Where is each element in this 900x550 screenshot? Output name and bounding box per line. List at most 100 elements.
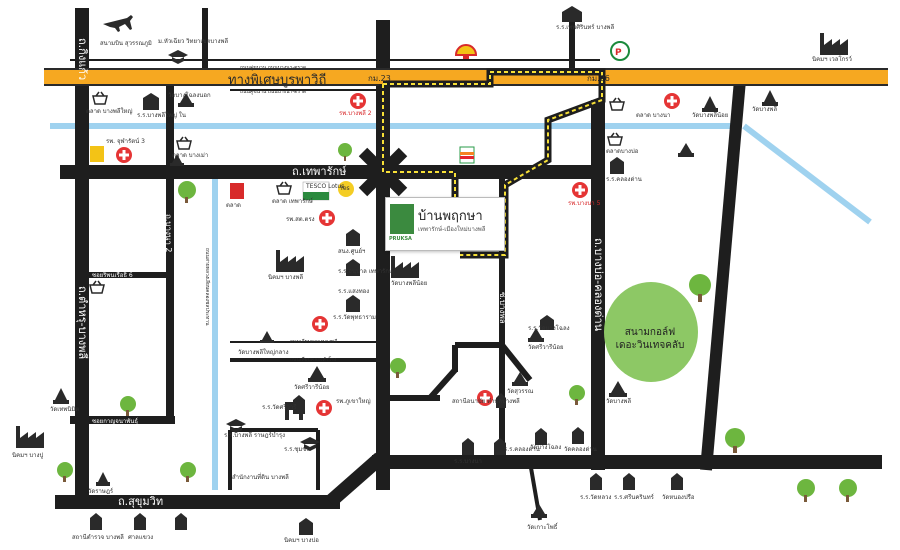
shell-icon — [454, 44, 478, 59]
road-label-kingkaew: ถ.กิ่งแก้ว — [76, 38, 89, 81]
golf-line-2: เดอะวินเทจคลับ — [615, 340, 685, 351]
label-school-11: ร.ร.วัดหลวง — [580, 494, 612, 501]
road-sukhumvit-connector — [325, 452, 385, 508]
label-school-10: ร.ร.คลองด่าน — [504, 446, 540, 453]
makro-icon — [230, 183, 244, 199]
road-label-small-2: ถนนเลียบคลองบางพลี — [290, 339, 338, 345]
label-hospital-1: รพ. จุฬารัตน์ 3 — [106, 138, 145, 145]
label-hospital-3: รพ.ภูเขาใหญ่ — [336, 398, 371, 405]
label-school-5: ร.ร.วัดศรีวารี — [262, 404, 297, 411]
label-school-3: ร.ร.แสงทอง — [338, 288, 370, 295]
label-temple-3: วัดศรีวารีน้อย — [294, 384, 330, 391]
label-school-2: ร.ร.อนุบาล เทพารักษ์ — [338, 268, 393, 275]
label-market-6: ตลาดบางบ่อ — [606, 148, 639, 155]
golf-course-area — [604, 282, 698, 382]
label-school-6: ร.ร.บางพลี ราษฎร์บำรุง — [224, 432, 286, 439]
label-industry-2: นิคมฯ บางปู — [12, 452, 44, 459]
label-industry-1: นิคมฯ บางพลี — [268, 274, 304, 281]
label-market-2: ตลาด บางเม่า — [172, 152, 209, 159]
road-label-sukhumvit: ถ.สุขุมวิท — [118, 495, 164, 508]
label-hospital-4: สถานีอนามัย ตำบลบางพลี — [452, 398, 520, 405]
label-temple-13: วัดหนองปรือ — [662, 494, 695, 501]
label-hospital-2: รพ.สต.ตรง — [286, 216, 315, 223]
label-temple-6: วัดบางพลี — [606, 398, 632, 405]
label-school-9: ร.ร.บางนา — [454, 458, 482, 465]
label-school-4: ร.ร.วัดพุทธาราม — [333, 314, 377, 321]
label-market-4: ตลาด เทพารักษ์ — [272, 198, 313, 205]
label-temple-top-2: วัดบางพลี — [752, 106, 778, 113]
road-label-theparak: ถ.เทพารักษ์ — [292, 165, 347, 178]
label-temple-10: วัดบางโฉลง — [530, 444, 562, 451]
project-title: บ้านพฤกษา — [418, 209, 483, 224]
road-label-thepharak-west: ถ.ตำหรุ-บางพลี — [76, 286, 89, 360]
pruksa-logo-icon — [390, 204, 414, 234]
label-industry-3: นิคมฯ บางบ่อ — [284, 537, 319, 544]
road-label-soi-yanpan: ซอยกาญจนาพันธุ์ — [92, 418, 139, 425]
label-market-5: ตลาด — [226, 202, 241, 209]
label-school-top-2: ร.ร.คลองด่าน — [606, 176, 642, 183]
label-police: สนง.ศูนย์ฯ — [338, 248, 366, 255]
label-market-1: ตลาด บางพลีใหญ่ — [86, 108, 133, 115]
label-temple-12: วัดบางพลีใหญ่กลาง — [238, 349, 289, 356]
project-subtitle: เทพารักษ์-เมืองใหม่บางพลี — [418, 226, 486, 233]
label-temple-4: วัดศรีวารีน้อย — [528, 344, 564, 351]
road-inner-4 — [427, 368, 458, 400]
label-temple-1: วัดบางโฉลงนอก — [168, 92, 211, 99]
road-label-inner: ซ.บางพลี — [498, 292, 507, 324]
label-temple-top-1: วัดบางพลีน้อย — [692, 112, 729, 119]
road-label-frontage-top: ถนนคู่ขนาน ถนนบางนา-ตราด — [240, 65, 307, 71]
yes-market-icon — [338, 181, 354, 197]
factory-icons — [16, 33, 848, 448]
label-school-12: ร.ร.ศรีนครินทร์ — [614, 494, 654, 501]
label-temple-7: วัดเกาะโพธิ์ — [527, 524, 558, 531]
seven-eleven-icon — [459, 146, 475, 164]
label-office-3: ศาลแขวง — [128, 534, 154, 541]
graduation-cap-icon-2 — [226, 419, 246, 433]
label-hospital-5: รพ.บางนา 5 — [568, 200, 601, 207]
label-hospital-top: รพ.บางพลี 2 — [339, 110, 372, 117]
project-marker[interactable]: PRUKSA บ้านพฤกษา เทพารักษ์-เมืองใหม่บางพ… — [385, 197, 505, 251]
project-brand: PRUKSA — [389, 236, 412, 242]
label-tesco: TESCO Lotus — [306, 183, 345, 190]
label-temple-5: วัดสุวรรณ — [507, 388, 534, 395]
label-yes: Yes — [340, 185, 350, 192]
label-office-1: สำนักงานที่ดิน บางพลี — [232, 474, 289, 481]
label-school-1: ร.ร.บางพลีใหญ่ ใน — [137, 112, 186, 119]
gate-icon — [285, 402, 303, 420]
road-east — [700, 79, 746, 471]
label-school-7: ร.ร.ชุมชน — [284, 446, 311, 453]
tree-icons — [57, 143, 857, 502]
label-market-3: ตลาด บางนา — [636, 112, 671, 119]
road-label-bangna2: ถ.บางนา 2 — [164, 214, 173, 253]
km-23-label: กม.23 — [368, 74, 391, 83]
km-26-label: กม.26 — [587, 74, 610, 83]
graduation-cap-icon-3 — [300, 437, 320, 451]
hospital-icons — [116, 93, 680, 416]
school-icons — [90, 6, 683, 535]
temple-icons — [53, 90, 778, 518]
road-label-small-1: ถนนเลียบคลองสำโรง — [290, 357, 337, 363]
road-label-frontage-bottom: ถนนคู่ขนาน ถนนบางนา-ตราด — [240, 89, 307, 95]
highway-name: ทางพิเศษบูรพาวิถี — [228, 73, 327, 88]
label-industry-top: นิคมฯ เวลโกรว์ — [812, 56, 852, 63]
road-label-canal: ถนนสายหลวงเลียบคลองชลประทาน — [204, 248, 210, 326]
label-school-top: ร.ร.เทพศิรินทร์ บางพลี — [556, 24, 615, 31]
golf-course-label: สนามกอล์ฟ เดอะวินเทจคลับ — [610, 326, 690, 352]
graduation-cap-icon — [168, 50, 188, 64]
big-c-icon — [90, 146, 104, 162]
canal-diagonal — [742, 123, 872, 225]
label-temple-8: วัดเทพนิมิต — [50, 406, 80, 413]
label-temple-2: วัดบางพลีน้อย — [391, 280, 428, 287]
golf-line-1: สนามกอล์ฟ — [624, 327, 676, 338]
label-office-2: สถานีตำรวจ บางพลี — [72, 534, 124, 541]
market-icons — [89, 91, 625, 294]
tesco-lotus-icon — [302, 181, 330, 201]
label-university: ม.หัวเฉียว วิทยาเขตบางพลี — [158, 38, 229, 45]
svg-text:P: P — [615, 48, 622, 58]
airplane-icon — [103, 15, 133, 32]
label-temple-11: วัดคลองด่าน — [564, 446, 597, 453]
label-airport: สนามบิน สุวรรณภูมิ — [100, 40, 152, 47]
route-path — [382, 71, 603, 256]
road-label-bangbo: ถ.บางบ่อ-คลองด่าน — [592, 238, 605, 332]
